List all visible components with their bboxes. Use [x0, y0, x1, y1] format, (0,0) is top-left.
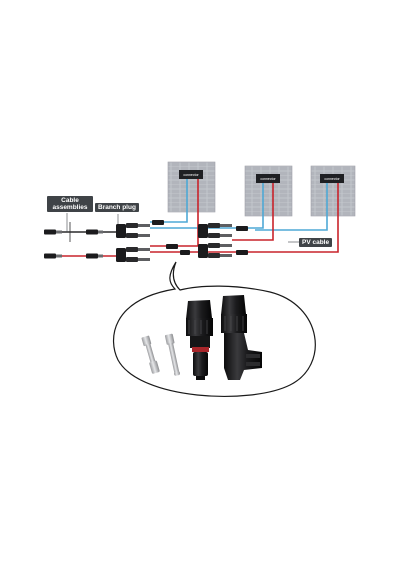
junction-box-3-text: connector	[321, 177, 343, 181]
pv-cable-label: PV cable	[299, 238, 332, 247]
zoom-callout-outline	[114, 262, 316, 396]
solar-panel-2	[245, 166, 292, 216]
junction-box-2-text: connector	[257, 177, 279, 181]
cable-assemblies-label: Cable assemblies	[47, 196, 93, 212]
branch-plug-left	[116, 223, 150, 262]
junction-box-1-text: connector	[180, 173, 202, 177]
solar-panel-1	[168, 162, 215, 212]
solar-panel-3	[311, 166, 355, 216]
cable-assembly-lower	[44, 254, 118, 259]
cable-assembly-upper	[44, 222, 118, 242]
branch-plug-label: Branch plug	[95, 203, 139, 212]
